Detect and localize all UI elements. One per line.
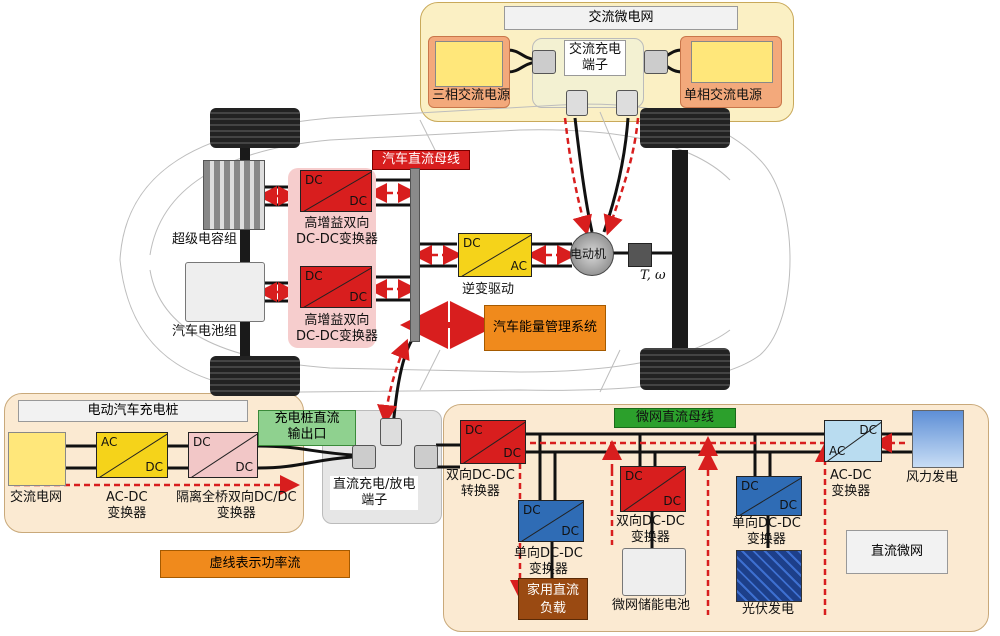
wheel-front-top: [640, 108, 730, 148]
three-phase-label: 三相交流电源: [432, 88, 511, 103]
dcdc-top-label: 高增益双向 DC-DC变换器: [296, 216, 378, 247]
three-phase-source: [428, 36, 510, 108]
microgrid-acdc-label: AC-DC 变换器: [830, 468, 872, 499]
storage-label: 微网储能电池: [612, 598, 691, 613]
three-phase-coil-icon: [435, 41, 503, 87]
ac-grid-source: [8, 432, 66, 486]
single-phase-source: [680, 36, 782, 108]
wheel-rear-bottom: [210, 356, 300, 396]
wind-label: 风力发电: [906, 470, 959, 485]
front-axle: [672, 150, 688, 370]
plug-icon-right: [644, 50, 668, 74]
charging-pile-title: 电动汽车充电桩: [18, 400, 248, 422]
dc-port-label: 直流充电/放电 端子: [330, 476, 419, 510]
unidir-dcdc-2-label: 单向DC-DC 变换器: [732, 516, 801, 547]
gearbox-icon: [628, 243, 652, 267]
unidir-dcdc-1-label: 单向DC-DC 变换器: [514, 546, 583, 577]
pv-label: 光伏发电: [742, 602, 795, 617]
motor-label: 电动机: [570, 247, 607, 261]
motor-icon: [570, 232, 614, 276]
single-phase-label: 单相交流电源: [684, 88, 763, 103]
ac-microgrid-title: 交流微电网: [504, 6, 738, 30]
wheel-rear-top: [210, 108, 300, 148]
ac-grid-label: 交流电网: [10, 490, 63, 505]
dc-microgrid-title: 直流微网: [846, 530, 948, 574]
bidir-dcdc-2-label: 双向DC-DC 变换器: [616, 514, 685, 545]
pv-panel-icon: [736, 550, 802, 602]
microgrid-acdc: DC AC: [824, 420, 882, 462]
torque-speed-label: T, ω: [640, 268, 666, 283]
plug-icon-left: [532, 50, 556, 74]
battery-icon: [185, 262, 265, 322]
dc-plug-icon-right: [414, 445, 438, 469]
rear-axle: [240, 120, 250, 380]
supercap-label: 超级电容组: [172, 232, 238, 247]
inverter-label: 逆变驱动: [462, 282, 515, 297]
single-phase-coil-icon: [691, 41, 773, 83]
load-box: 家用直流 负载: [518, 578, 588, 620]
ac-charge-port-label: 交流充电 端子: [564, 40, 627, 76]
vehicle-dc-bus: [410, 168, 420, 342]
dc-plug-icon-top: [380, 418, 402, 446]
ac-plug-icon-2: [616, 90, 638, 116]
ems-box: 汽车能量管理系统: [484, 305, 606, 351]
wheel-front-bottom: [640, 348, 730, 390]
storage-battery-icon: [622, 548, 686, 596]
dcdc-bottom-label: 高增益双向 DC-DC变换器: [296, 313, 378, 344]
wind-turbine-icon: [912, 410, 964, 468]
pile-dcdc-label: 隔离全桥双向DC/DC 变换器: [176, 490, 297, 521]
dc-plug-icon-left: [352, 445, 376, 469]
legend-box: 虚线表示功率流: [160, 550, 350, 578]
battery-label: 汽车电池组: [172, 324, 238, 339]
pile-acdc-label: AC-DC 变换器: [106, 490, 148, 521]
dc-output-box: 充电桩直流 输出口: [258, 410, 356, 446]
dc-bus-title: 汽车直流母线: [372, 150, 470, 170]
supercap-icon: [203, 160, 265, 230]
microgrid-bidir-dcdc-label: 双向DC-DC 转换器: [446, 468, 515, 499]
microgrid-bus-title: 微网直流母线: [614, 408, 736, 428]
ac-plug-icon-1: [566, 90, 588, 116]
